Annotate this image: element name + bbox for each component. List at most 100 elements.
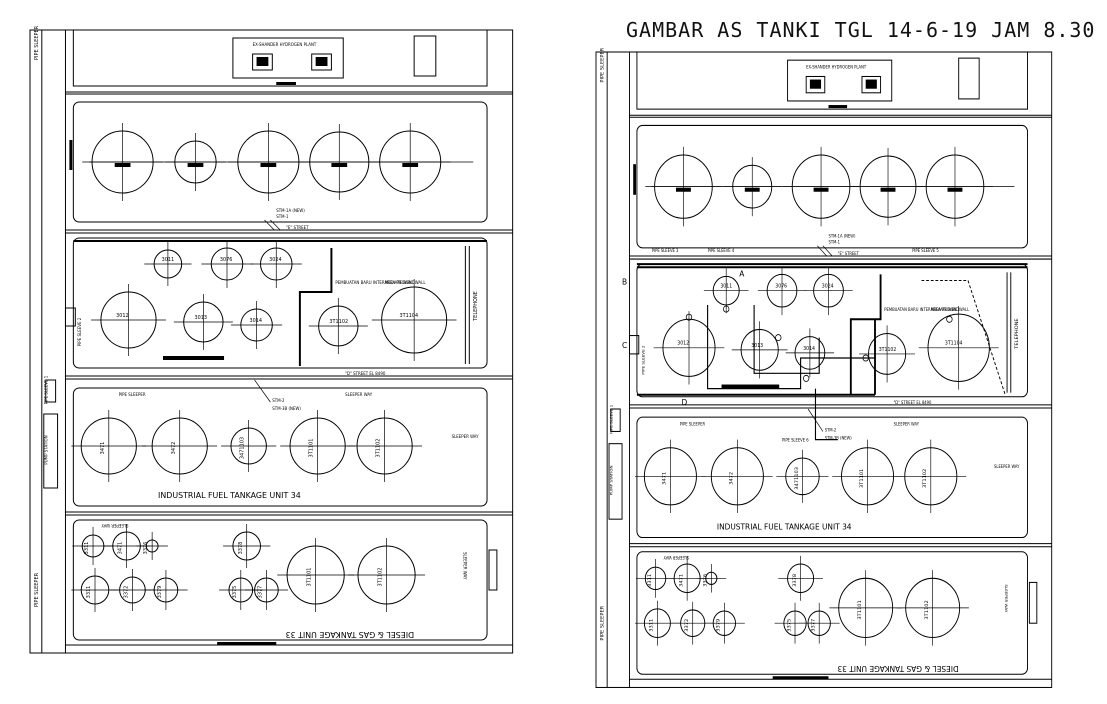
building-hydrogen-plant — [787, 59, 893, 102]
label-sleeper-way-right: SLEEPER WAY — [994, 464, 1020, 469]
label-diesel-gas: DIESEL & GAS TANKAGE UNIT 33 — [837, 664, 958, 673]
block-row1 — [636, 124, 1028, 249]
label-pipe-sleeve-5: PIPE SLEEVE 5 — [912, 248, 939, 253]
label-pipe-sleeve-4: PIPE SLEEVE 4 — [708, 248, 735, 253]
road-marking-top — [828, 105, 848, 109]
pipe-sleeve-2-box — [629, 335, 640, 355]
label-street-e: "E" STREET — [838, 251, 860, 256]
label-pipe-sleeper-mid: PIPE SLEEPER — [680, 421, 706, 426]
label-sleeper-way-r4: SLEEPER WAY — [1004, 584, 1009, 613]
tank-row2-8-label: 3T1104 — [945, 341, 963, 347]
sheet-frame-sheet_left — [29, 29, 514, 654]
sheet-frame-sheet_right — [595, 51, 1053, 688]
row4-side-box — [1028, 581, 1038, 624]
label-pump-station: PUMP STATION — [609, 465, 614, 495]
tank-row4-10: 3T1101 — [829, 570, 902, 646]
marker-a: A — [739, 269, 745, 278]
tank-row4-5: 3311 — [635, 600, 680, 646]
pipe-sleeve-1-box — [610, 408, 621, 432]
label-stm-1a: STM-1A (NEW) — [276, 208, 305, 213]
tank-row4-9: 3377 — [244, 570, 289, 610]
label-telephone: TELEPHONE — [1014, 318, 1020, 349]
tank-row3-4: 3T1101 — [832, 439, 903, 514]
tank-row4-6-label: 3372 — [684, 619, 690, 632]
tank-row4-3: 3376 — [696, 564, 727, 593]
tank-row4-7: 3379 — [144, 570, 188, 610]
tank-row3-3-label: 3471103 — [240, 437, 246, 459]
block-top — [636, 51, 1028, 110]
label-sleeper-way: SLEEPER WAY — [345, 392, 373, 397]
label-hydrogen-plant: EX-SHANDER HYDROGEN PLANT — [806, 64, 867, 69]
building-small-right — [413, 35, 437, 77]
tank-row1-4-nameplate — [880, 187, 896, 192]
stm-leader-1 — [817, 245, 827, 257]
label-pembuatan: PEMBUATAN BARU INTERMEDIATE BUNDWALL — [884, 307, 970, 312]
building-hydrogen-plant — [232, 37, 344, 79]
label-pembuatan: PEMBUATAN BARU INTERMEDIATE BUNDWALL — [335, 280, 426, 285]
stm2-leader — [254, 379, 271, 403]
tank-row2-7-label: 3T1102 — [329, 319, 348, 325]
pipe-sleeve-1-box — [45, 379, 57, 403]
tank-row4-9: 3377 — [798, 602, 840, 644]
label-pipe-sleeve-2: PIPE SLEEVE 2 — [77, 317, 82, 346]
tank-row3-1: 3471 — [71, 410, 147, 482]
stm-leader-2 — [270, 219, 281, 231]
tank-row4-1-label: 3311 — [647, 574, 653, 587]
tank-row4-8-label: 3375 — [232, 586, 238, 599]
tank-row3-4: 3T1101 — [280, 410, 356, 482]
tank-row2-5-label: 3013 — [194, 315, 207, 321]
row2-scale-bar — [721, 384, 780, 389]
label-pipe-sleeper-bottom: PIPE SLEEPER — [600, 605, 606, 640]
label-stm-1a: STM-1A (NEW) — [829, 233, 856, 238]
tank-row3-2: 3472 — [142, 410, 218, 482]
building-unit-a — [805, 75, 826, 94]
tank-row2-7: 3T1102 — [308, 298, 368, 354]
row2-scale-bar — [162, 356, 225, 360]
tank-row3-2-label: 3472 — [729, 472, 735, 485]
tank-row2-4: 3012 — [653, 311, 725, 385]
tank-row2-1-label: 3011 — [720, 283, 732, 289]
label-stm-1: STM-1 — [276, 214, 289, 219]
block-row3 — [72, 387, 488, 507]
valve-5 — [862, 354, 869, 362]
tank-row2-8: 3T1104 — [371, 279, 457, 361]
stm-leader-1 — [264, 219, 275, 231]
tank-row2-3: 3024 — [250, 240, 302, 288]
tank-row3-2: 3472 — [702, 439, 773, 514]
building-unit-b-fill — [315, 57, 328, 66]
tank-row4-11: 3T1102 — [348, 538, 425, 612]
tank-row1-3-nameplate — [260, 163, 277, 167]
pump-station-box — [43, 413, 59, 489]
tank-row2-7: 3T1102 — [859, 325, 915, 383]
tank-row2-1-label: 3011 — [162, 257, 175, 263]
tank-row4-2-label: 3471 — [118, 542, 124, 555]
label-sleeper-way-bottom: SLEEPER WAY — [663, 555, 689, 560]
tank-row4-1-label: 3311 — [84, 542, 90, 555]
tank-row4-6-label: 3372 — [124, 586, 130, 599]
tank-row4-4: 3378 — [223, 524, 271, 568]
tank-row4-9-label: 3377 — [258, 586, 264, 599]
block-row4 — [72, 519, 488, 641]
tank-row2-2-label: 3076 — [775, 283, 787, 289]
pipe-sleeve-2-box — [64, 307, 76, 327]
tank-row4-11: 3T1102 — [896, 570, 969, 646]
tank-row4-2-label: 3471 — [679, 574, 685, 587]
tank-row2-4-label: 3012 — [116, 313, 129, 319]
label-diesel-gas: DIESEL & GAS TANKAGE UNIT 33 — [286, 630, 415, 639]
tank-row2-6-label: 3014 — [249, 318, 262, 324]
tank-row2-6-label: 3014 — [803, 346, 815, 352]
block-row4 — [636, 551, 1028, 675]
building-unit-b — [861, 75, 882, 94]
label-pipe-sleeper-top: PIPE SLEEPER — [600, 47, 606, 82]
road-marking-top — [276, 82, 296, 85]
tank-row4-9-label: 3377 — [811, 619, 817, 632]
road-bottom-marking — [217, 642, 277, 645]
tank-row3-3: 3471103 — [776, 449, 829, 503]
pipe-route-3 — [814, 388, 838, 441]
block-row2 — [72, 237, 488, 369]
tank-row4-3-label: 3376 — [703, 574, 709, 587]
tank-row4-3: 3376 — [136, 532, 168, 560]
tank-row4-4-label: 3378 — [792, 574, 798, 587]
